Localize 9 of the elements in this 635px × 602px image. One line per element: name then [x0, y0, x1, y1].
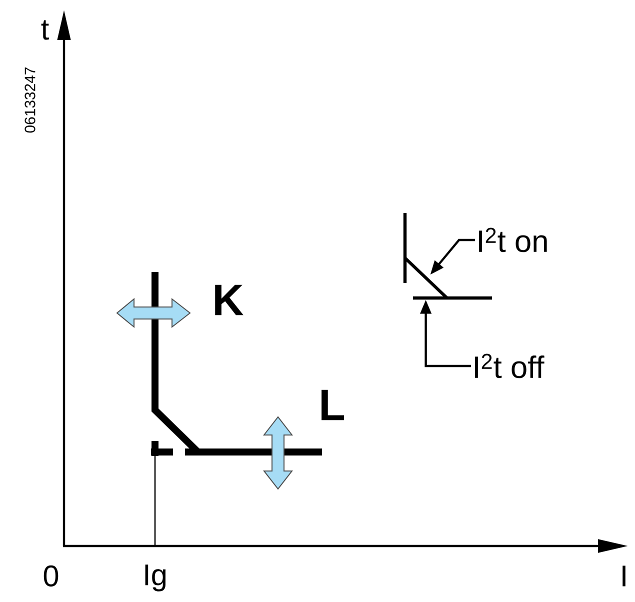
axis-label: Ig — [145, 564, 166, 592]
axis-label: t — [41, 20, 49, 40]
origin-label: 0 — [44, 565, 58, 587]
callout-text: I$^{2}$t on — [479, 228, 547, 252]
curve-label: L — [322, 390, 344, 420]
drawing-number: 06133247 — [24, 68, 36, 133]
callout-text: I$^{2}$t off — [475, 354, 544, 378]
axis-label: I — [622, 566, 626, 586]
curve-label: K — [215, 284, 244, 316]
